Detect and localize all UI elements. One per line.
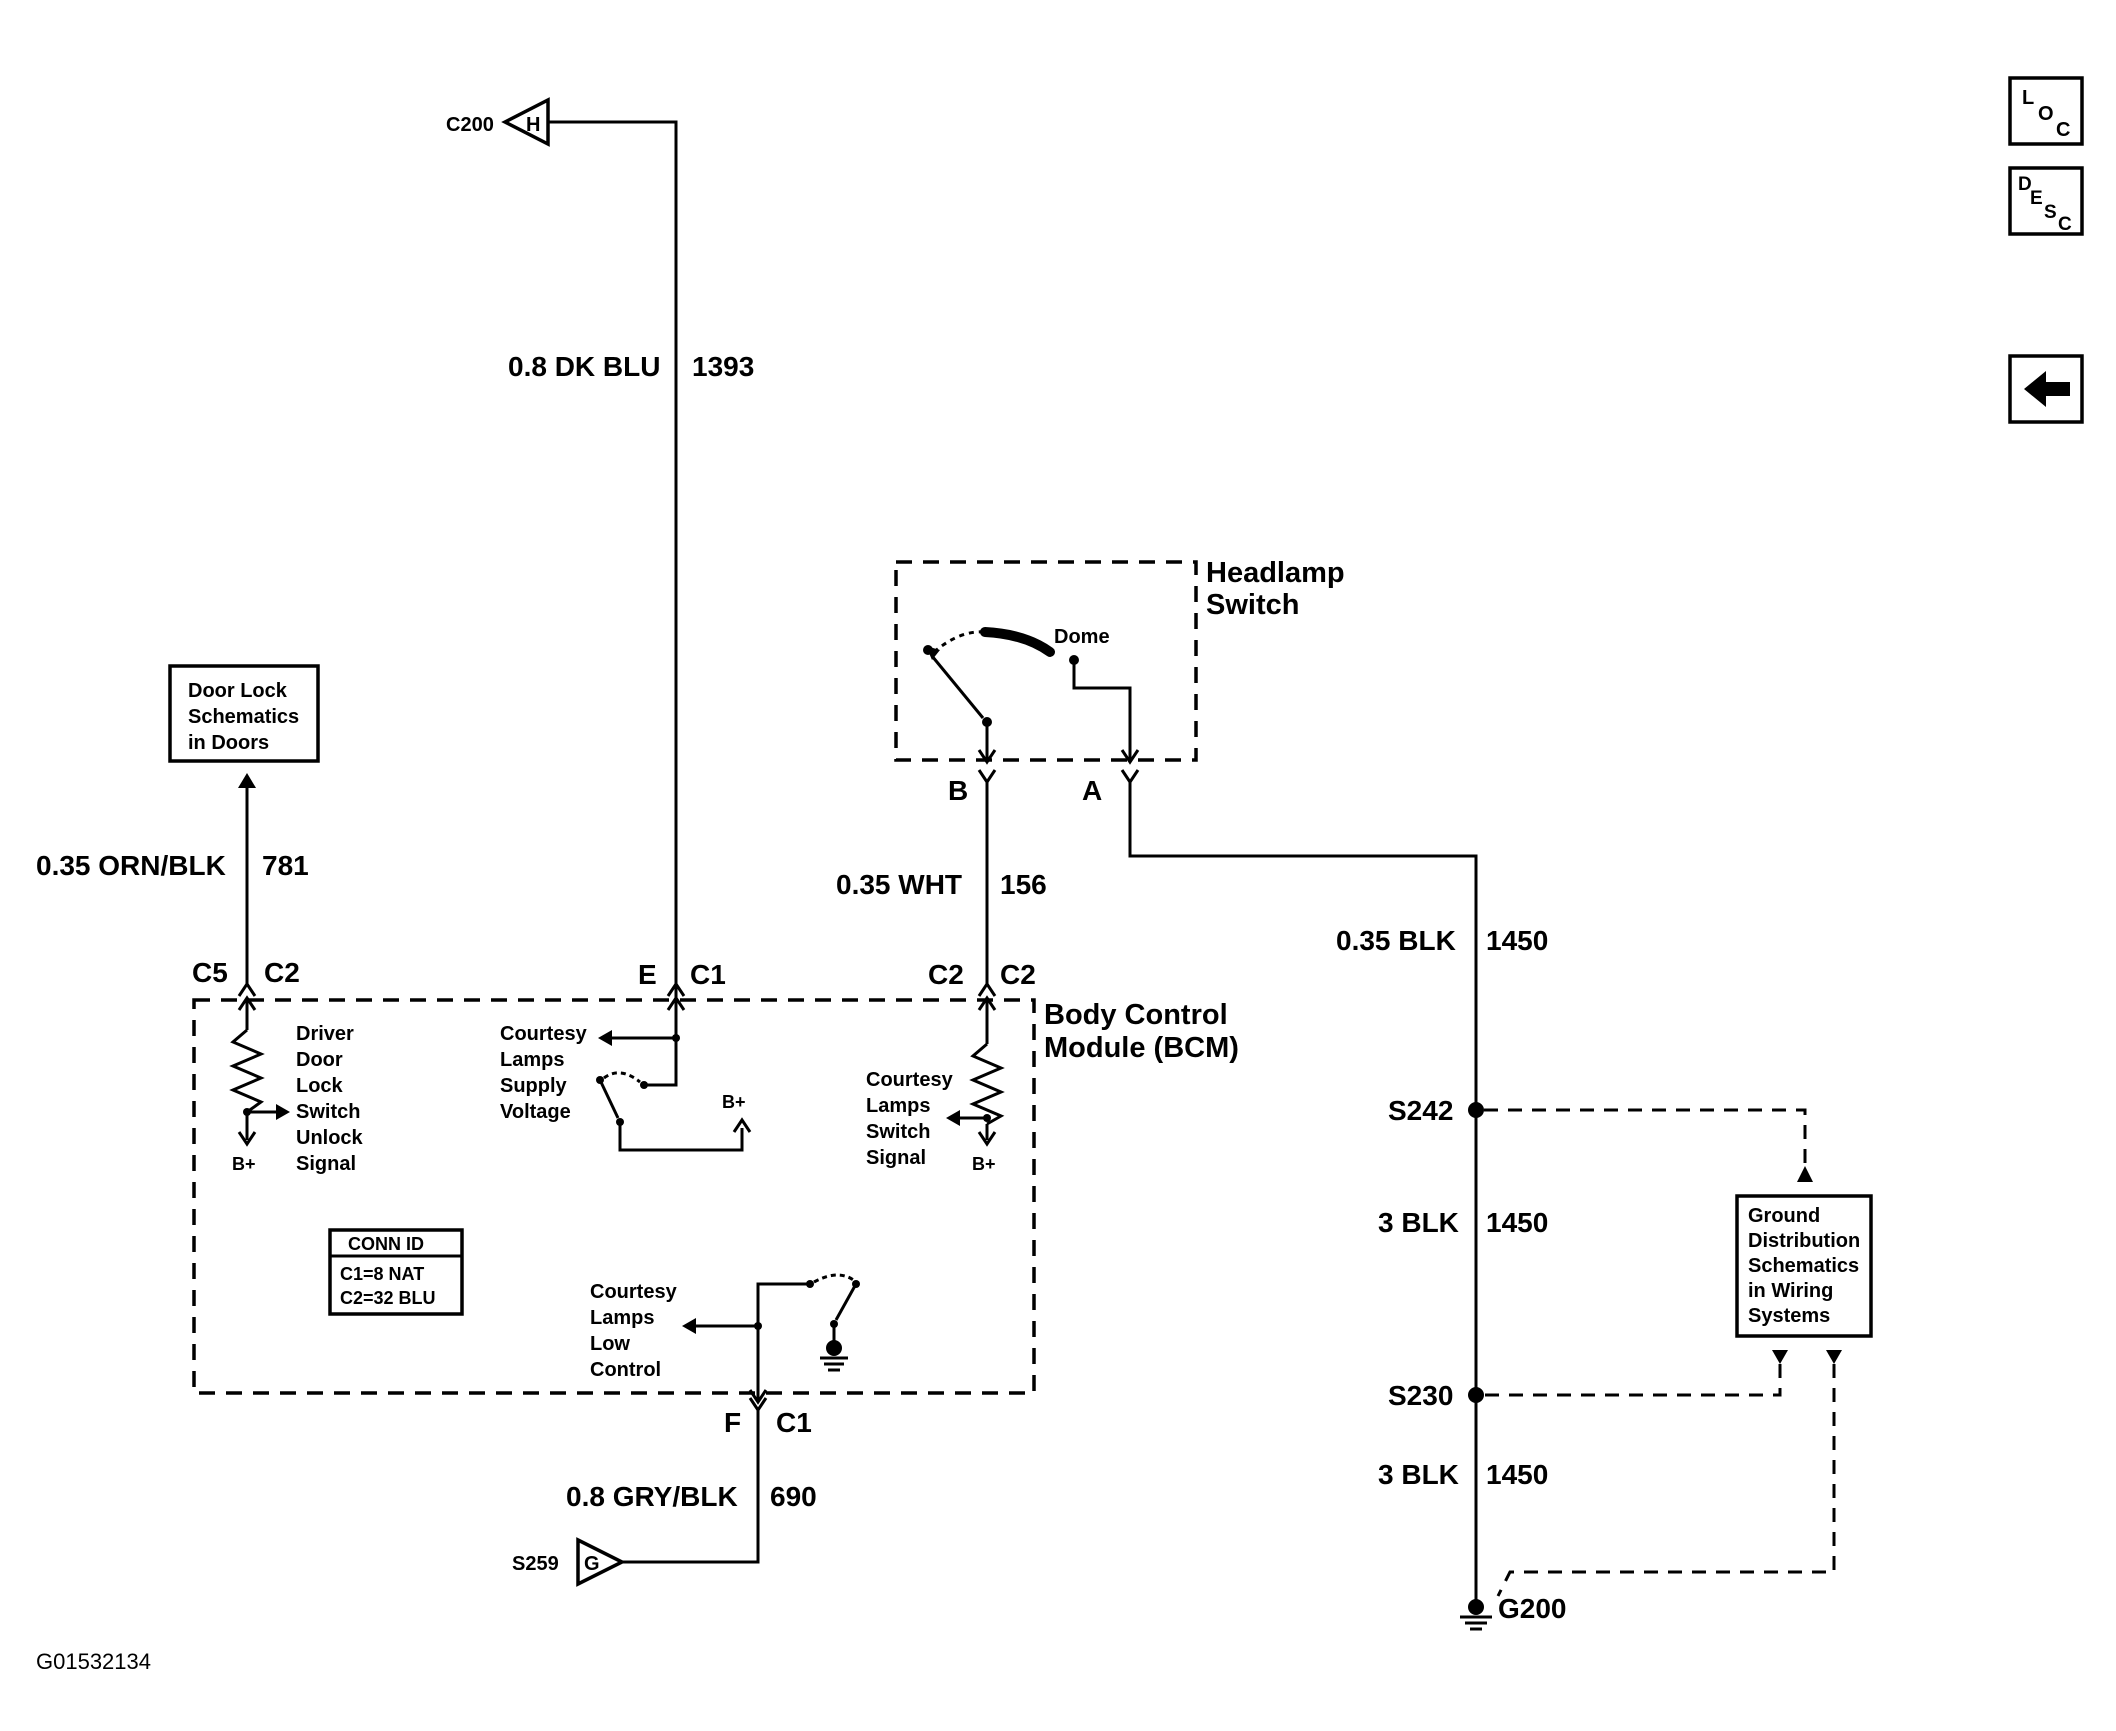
left-arrow-icon (2024, 371, 2070, 407)
connector-c5-label: C5 (192, 957, 228, 988)
c200-reference: C200 H (446, 97, 550, 147)
wire-1450b-label: 3 BLK (1378, 1207, 1459, 1238)
desc-letter-e: E (2030, 188, 2043, 209)
desc-letter-s: S (2044, 202, 2057, 223)
desc-letter-c: C (2058, 214, 2072, 235)
headlamp-switch-outline (894, 560, 1198, 762)
connector-e-label: E (638, 959, 657, 990)
splice-s230 (1468, 1387, 1484, 1403)
wire-690 (622, 1410, 760, 1564)
ground-g200: G200 (1460, 1593, 1567, 1631)
connector-f-label: F (724, 1407, 741, 1438)
ground-box-line-2: Distribution (1748, 1230, 1860, 1252)
desc-letter-d: D (2018, 174, 2032, 195)
conn-id-box: CONN ID C1=8 NAT C2=32 BLU (328, 1228, 464, 1316)
connector-b-label: B (948, 775, 968, 806)
bplus-courtesy-switch: B+ (972, 1154, 996, 1174)
wire-1450b-circuit: 1450 (1486, 1207, 1548, 1238)
conn-id-c2: C2=32 BLU (340, 1288, 436, 1308)
splice-s230-label: S230 (1388, 1380, 1453, 1411)
loc-letter-l: L (2022, 87, 2034, 109)
s259-reference: S259 G (512, 1537, 626, 1587)
courtesy-switch-line-1: Courtesy (866, 1069, 954, 1091)
courtesy-supply-line-3: Supply (500, 1075, 568, 1097)
bcm-title-2: Module (BCM) (1044, 1032, 1239, 1064)
wire-781-label: 0.35 ORN/BLK (36, 850, 226, 881)
door-lock-line-1: Door Lock (188, 680, 288, 702)
wire-156-label: 0.35 WHT (836, 869, 962, 900)
headlamp-switch: Headlamp Switch Dome (894, 557, 1345, 765)
connector-c2-mid-a-label: C2 (928, 959, 964, 990)
headlamp-switch-title-2: Switch (1206, 589, 1299, 621)
courtesy-supply-line-2: Lamps (500, 1049, 564, 1071)
c200-letter: H (526, 114, 540, 136)
door-lock-schematics-box[interactable]: Door Lock Schematics in Doors (168, 664, 320, 763)
g200-label: G200 (1498, 1593, 1567, 1624)
wire-156-circuit: 156 (1000, 869, 1047, 900)
wire-1393-circuit: 1393 (692, 351, 754, 382)
connector-c1-top-label: C1 (690, 959, 726, 990)
headlamp-switch-title-1: Headlamp (1206, 557, 1345, 589)
driver-door-line-6: Signal (296, 1153, 356, 1175)
driver-door-line-3: Lock (296, 1075, 344, 1097)
courtesy-low-line-2: Lamps (590, 1307, 654, 1329)
connector-c2-mid-b-label: C2 (1000, 959, 1036, 990)
splice-s242-label: S242 (1388, 1095, 1453, 1126)
wire-690-label: 0.8 GRY/BLK (566, 1481, 738, 1512)
bplus-supply: B+ (722, 1092, 746, 1112)
bcm-outline (192, 998, 1036, 1395)
arrow-up-icon (238, 773, 256, 788)
loc-letter-c: C (2056, 119, 2070, 141)
conn-id-c1: C1=8 NAT (340, 1264, 424, 1284)
s259-letter: G (584, 1553, 600, 1575)
conn-id-title: CONN ID (348, 1234, 424, 1254)
courtesy-switch-line-4: Signal (866, 1147, 926, 1169)
dome-label: Dome (1054, 626, 1110, 648)
courtesy-switch-line-2: Lamps (866, 1095, 930, 1117)
driver-door-line-1: Driver (296, 1023, 354, 1045)
connector-c2-left-label: C2 (264, 957, 300, 988)
courtesy-low-line-4: Control (590, 1359, 661, 1381)
wire-1450a-label: 0.35 BLK (1336, 925, 1456, 956)
courtesy-low-line-1: Courtesy (590, 1281, 678, 1303)
wire-1393 (548, 120, 678, 1000)
ground-box-line-3: Schematics (1748, 1255, 1859, 1277)
wire-1393-label: 0.8 DK BLU (508, 351, 660, 382)
courtesy-switch-line-3: Switch (866, 1121, 930, 1143)
wire-1450 (1128, 782, 1478, 1605)
courtesy-supply-line-4: Voltage (500, 1101, 571, 1123)
door-lock-line-3: in Doors (188, 732, 269, 754)
bplus-driver-door: B+ (232, 1154, 256, 1174)
wire-1450a-circuit: 1450 (1486, 925, 1548, 956)
courtesy-supply-line-1: Courtesy (500, 1023, 588, 1045)
ground-distribution-box[interactable]: Ground Distribution Schematics in Wiring… (1735, 1194, 1873, 1338)
bcm-title-1: Body Control (1044, 999, 1228, 1031)
ground-box-line-4: in Wiring (1748, 1280, 1833, 1302)
connector-c1-bottom-label: C1 (776, 1407, 812, 1438)
wire-1450c-circuit: 1450 (1486, 1459, 1548, 1490)
driver-door-line-5: Unlock (296, 1127, 364, 1149)
wire-781-circuit: 781 (262, 850, 309, 881)
figure-id: G01532134 (36, 1649, 151, 1674)
resistor-courtesy-switch (969, 1042, 1005, 1126)
connector-a-label: A (1082, 775, 1102, 806)
driver-door-line-2: Door (296, 1049, 343, 1071)
ground-box-line-5: Systems (1748, 1305, 1830, 1327)
s259-label: S259 (512, 1553, 559, 1575)
c200-label: C200 (446, 114, 494, 136)
ground-box-line-1: Ground (1748, 1205, 1820, 1227)
courtesy-low-line-3: Low (590, 1333, 630, 1355)
resistor-driver-door (229, 1028, 265, 1114)
description-button[interactable]: D E S C (2008, 166, 2084, 236)
wire-1450c-label: 3 BLK (1378, 1459, 1459, 1490)
back-button[interactable] (2008, 354, 2084, 424)
splice-s242 (1468, 1102, 1484, 1118)
wire-690-circuit: 690 (770, 1481, 817, 1512)
door-lock-line-2: Schematics (188, 706, 299, 728)
driver-door-line-4: Switch (296, 1101, 360, 1123)
body-control-module: Body Control Module (BCM) C5 C2 B+ Drive… (192, 957, 1239, 1405)
loc-letter-o: O (2038, 103, 2054, 125)
location-button[interactable]: L O C (2008, 76, 2084, 146)
